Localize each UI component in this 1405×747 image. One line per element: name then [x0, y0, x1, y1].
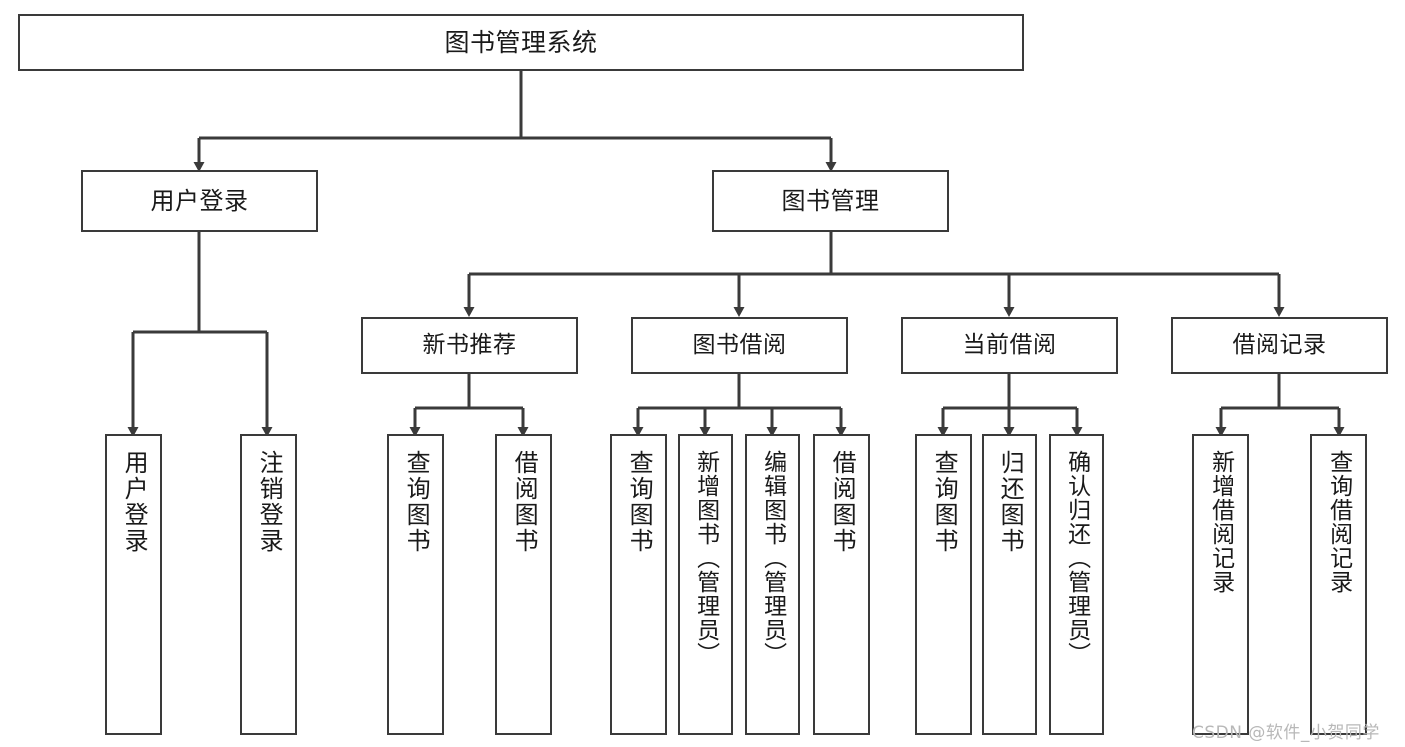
leaf-confirm-return-label: 确认归还（管理员） — [1063, 450, 1090, 666]
node-new-book-recommend-label: 新书推荐 — [422, 331, 517, 358]
node-book-management-label: 图书管理 — [781, 186, 880, 215]
node-current-borrow-label: 当前借阅 — [962, 331, 1057, 358]
node-current-borrow[interactable]: 当前借阅 — [901, 317, 1118, 374]
leaf-user-login[interactable]: 用户登录 — [105, 434, 162, 735]
leaf-return-book[interactable]: 归还图书 — [982, 434, 1037, 735]
node-borrow-record-label: 借阅记录 — [1232, 331, 1327, 358]
leaf-confirm-return[interactable]: 确认归还（管理员） — [1049, 434, 1104, 735]
leaf-borrow-book-1[interactable]: 借阅图书 — [495, 434, 552, 735]
node-book-management[interactable]: 图书管理 — [712, 170, 949, 232]
leaf-edit-book-label: 编辑图书（管理员） — [759, 450, 786, 666]
leaf-query-book-2[interactable]: 查询图书 — [610, 434, 667, 735]
leaf-logout-login-label: 注销登录 — [255, 450, 284, 554]
leaf-user-login-label: 用户登录 — [120, 450, 149, 554]
leaf-add-book[interactable]: 新增图书（管理员） — [678, 434, 733, 735]
node-book-borrow-label: 图书借阅 — [692, 331, 787, 358]
leaf-add-borrow-record-label: 新增借阅记录 — [1207, 450, 1234, 594]
leaf-borrow-book-2[interactable]: 借阅图书 — [813, 434, 870, 735]
node-root[interactable]: 图书管理系统 — [18, 14, 1024, 71]
leaf-borrow-book-1-label: 借阅图书 — [510, 450, 539, 554]
leaf-return-book-label: 归还图书 — [996, 450, 1025, 554]
leaf-add-borrow-record[interactable]: 新增借阅记录 — [1192, 434, 1249, 735]
leaf-query-borrow-record-label: 查询借阅记录 — [1325, 450, 1352, 594]
node-root-label: 图书管理系统 — [444, 27, 598, 57]
leaf-query-borrow-record[interactable]: 查询借阅记录 — [1310, 434, 1367, 735]
leaf-edit-book[interactable]: 编辑图书（管理员） — [745, 434, 800, 735]
leaf-query-book-1-label: 查询图书 — [402, 450, 431, 554]
node-book-borrow[interactable]: 图书借阅 — [631, 317, 848, 374]
node-user-login-label: 用户登录 — [150, 186, 249, 215]
watermark: CSDN @软件_小贺同学 — [1192, 723, 1380, 743]
leaf-add-book-label: 新增图书（管理员） — [692, 450, 719, 666]
node-borrow-record[interactable]: 借阅记录 — [1171, 317, 1388, 374]
leaf-query-book-2-label: 查询图书 — [625, 450, 654, 554]
leaf-query-book-3[interactable]: 查询图书 — [915, 434, 972, 735]
leaf-query-book-3-label: 查询图书 — [930, 450, 959, 554]
node-user-login[interactable]: 用户登录 — [81, 170, 318, 232]
leaf-borrow-book-2-label: 借阅图书 — [828, 450, 857, 554]
node-new-book-recommend[interactable]: 新书推荐 — [361, 317, 578, 374]
leaf-query-book-1[interactable]: 查询图书 — [387, 434, 444, 735]
leaf-logout-login[interactable]: 注销登录 — [240, 434, 297, 735]
